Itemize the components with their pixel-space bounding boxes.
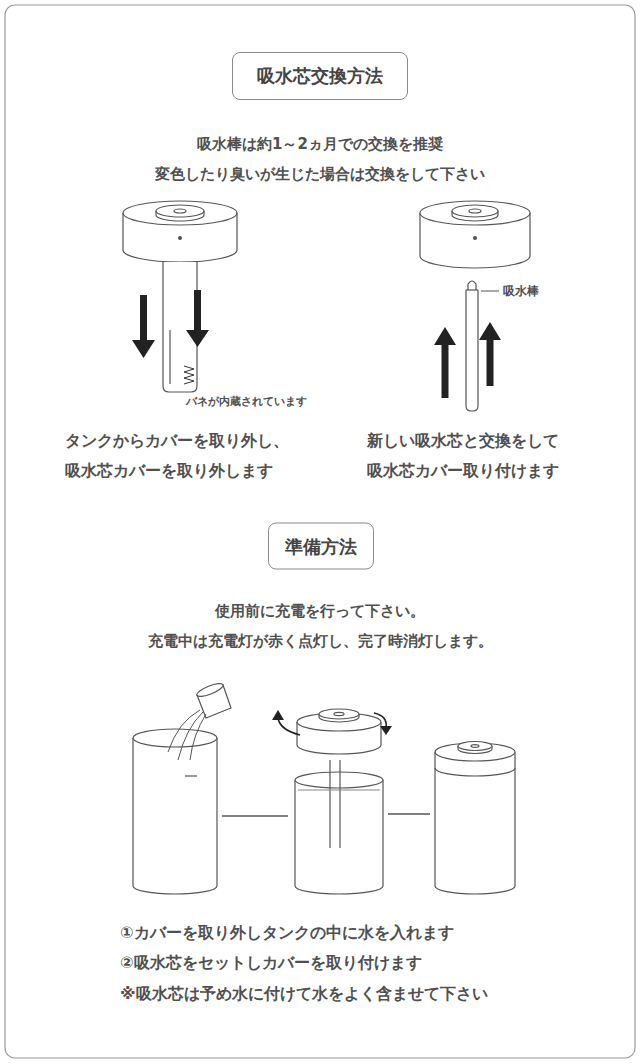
lifted-cover bbox=[297, 713, 381, 731]
step-text: ②吸水芯をセットしカバーを取り付けます bbox=[120, 951, 422, 975]
wick-rod bbox=[466, 281, 478, 411]
tank-closed bbox=[435, 743, 515, 761]
right-cap bbox=[452, 205, 498, 217]
down-arrow bbox=[132, 290, 209, 358]
step-text: ①カバーを取り外しタンクの中に水を入れます bbox=[120, 921, 454, 945]
tank-closed bbox=[471, 745, 479, 748]
water-stream bbox=[168, 710, 206, 760]
section-heading: 準備方法 bbox=[268, 523, 374, 570]
step-caption: 新しい吸水芯と交換をして 吸水芯カバー取り付けます bbox=[367, 426, 612, 486]
right-cap bbox=[420, 201, 530, 225]
step-text: ※吸水芯は予め水に付けて水をよく含ませて下さい bbox=[120, 982, 488, 1006]
wick-rod bbox=[466, 289, 478, 290]
note-text: 使用前に充電を行って下さい。 充電中は充電灯が赤く点灯し、完了時消灯します。 bbox=[140, 596, 500, 656]
left-cap bbox=[123, 201, 237, 225]
heading-text: 吸水芯交換方法 bbox=[257, 64, 383, 88]
tank-open bbox=[133, 729, 217, 747]
tank-closed bbox=[435, 768, 515, 776]
heading-text: 準備方法 bbox=[285, 534, 357, 558]
note-text: 吸水棒は約1～2ヵ月での交換を推奨 変色したり臭いが生じた場合は交換をして下さい bbox=[140, 129, 500, 189]
rotate-arrowhead bbox=[272, 710, 284, 720]
left-cap bbox=[174, 209, 186, 213]
tank-open bbox=[185, 775, 197, 776]
wick-cover bbox=[163, 262, 197, 392]
rotate-arrow bbox=[374, 713, 386, 728]
up-arrow bbox=[479, 322, 501, 386]
wick-cover bbox=[163, 262, 197, 392]
wick-cover bbox=[169, 330, 170, 384]
tank-closed bbox=[435, 742, 515, 895]
step-line bbox=[388, 813, 430, 815]
water-stream bbox=[190, 714, 206, 760]
step-line bbox=[222, 815, 288, 817]
water-stream bbox=[178, 712, 203, 760]
tank-with-wick bbox=[295, 772, 383, 788]
tank-closed bbox=[458, 742, 492, 751]
left-cap bbox=[179, 237, 182, 240]
tank-with-wick bbox=[298, 789, 380, 790]
water-cup bbox=[196, 681, 231, 718]
up-arrow bbox=[434, 327, 456, 398]
lifted-cover bbox=[297, 709, 381, 754]
tank-open bbox=[133, 729, 217, 894]
spring bbox=[184, 366, 194, 384]
section-heading: 吸水芯交換方法 bbox=[232, 52, 408, 100]
tank-with-wick bbox=[329, 760, 330, 848]
left-cap bbox=[156, 205, 204, 217]
water-cup bbox=[196, 681, 225, 699]
down-arrow bbox=[132, 295, 155, 358]
leader-line bbox=[481, 291, 499, 292]
tank-with-wick bbox=[339, 760, 340, 848]
right-cap bbox=[469, 209, 481, 213]
lifted-cover bbox=[334, 712, 344, 715]
left-cap bbox=[123, 201, 237, 262]
wick-rod bbox=[466, 290, 478, 411]
up-arrow bbox=[434, 322, 501, 398]
rotate-arrow bbox=[278, 713, 386, 735]
part-note: バネが内蔵されています bbox=[186, 395, 307, 409]
wick-rod bbox=[468, 281, 476, 290]
tank-with-wick bbox=[295, 780, 383, 894]
spring bbox=[184, 366, 194, 384]
step-caption: タンクからカバーを取り外し、 吸水芯カバーを取り外します bbox=[65, 426, 310, 486]
rotate-arrow bbox=[278, 718, 300, 735]
lifted-cover bbox=[319, 709, 359, 719]
rotate-arrowhead bbox=[272, 710, 392, 735]
right-cap bbox=[474, 237, 477, 240]
tank-open bbox=[133, 738, 217, 894]
part-name: 吸水棒 bbox=[503, 283, 539, 299]
tank-with-wick bbox=[295, 760, 383, 894]
card-frame bbox=[5, 5, 635, 1058]
step-line bbox=[222, 814, 430, 816]
right-cap bbox=[420, 201, 530, 268]
down-arrow bbox=[186, 290, 209, 347]
rotate-arrowhead bbox=[380, 726, 392, 735]
tank-closed bbox=[435, 752, 515, 894]
water-stream bbox=[168, 710, 200, 752]
